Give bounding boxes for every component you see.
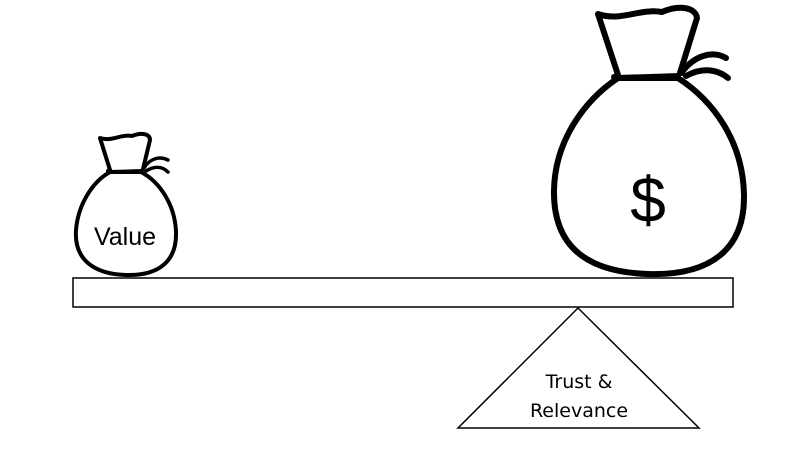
small-bag-top: [98, 131, 152, 172]
large-money-bag: $: [550, 4, 748, 278]
small-bag-body: [73, 170, 179, 278]
small-bag-label: Value: [94, 223, 156, 251]
fulcrum: Trust & Relevance: [456, 306, 701, 429]
large-bag-tie: [611, 70, 685, 80]
large-bag-top: [595, 4, 700, 78]
large-bag-tie-tails: [679, 51, 731, 81]
fulcrum-label-line2: Relevance: [530, 400, 628, 422]
small-money-bag: Value: [73, 131, 179, 278]
fulcrum-label-line1: Trust &: [545, 371, 613, 393]
large-bag-body: [550, 75, 748, 278]
small-bag-tie-tails: [142, 156, 170, 174]
fulcrum-triangle: [456, 306, 701, 429]
large-bag-dollar-sign: $: [630, 164, 666, 236]
balance-beam: [72, 277, 734, 308]
small-bag-tie: [106, 167, 145, 173]
